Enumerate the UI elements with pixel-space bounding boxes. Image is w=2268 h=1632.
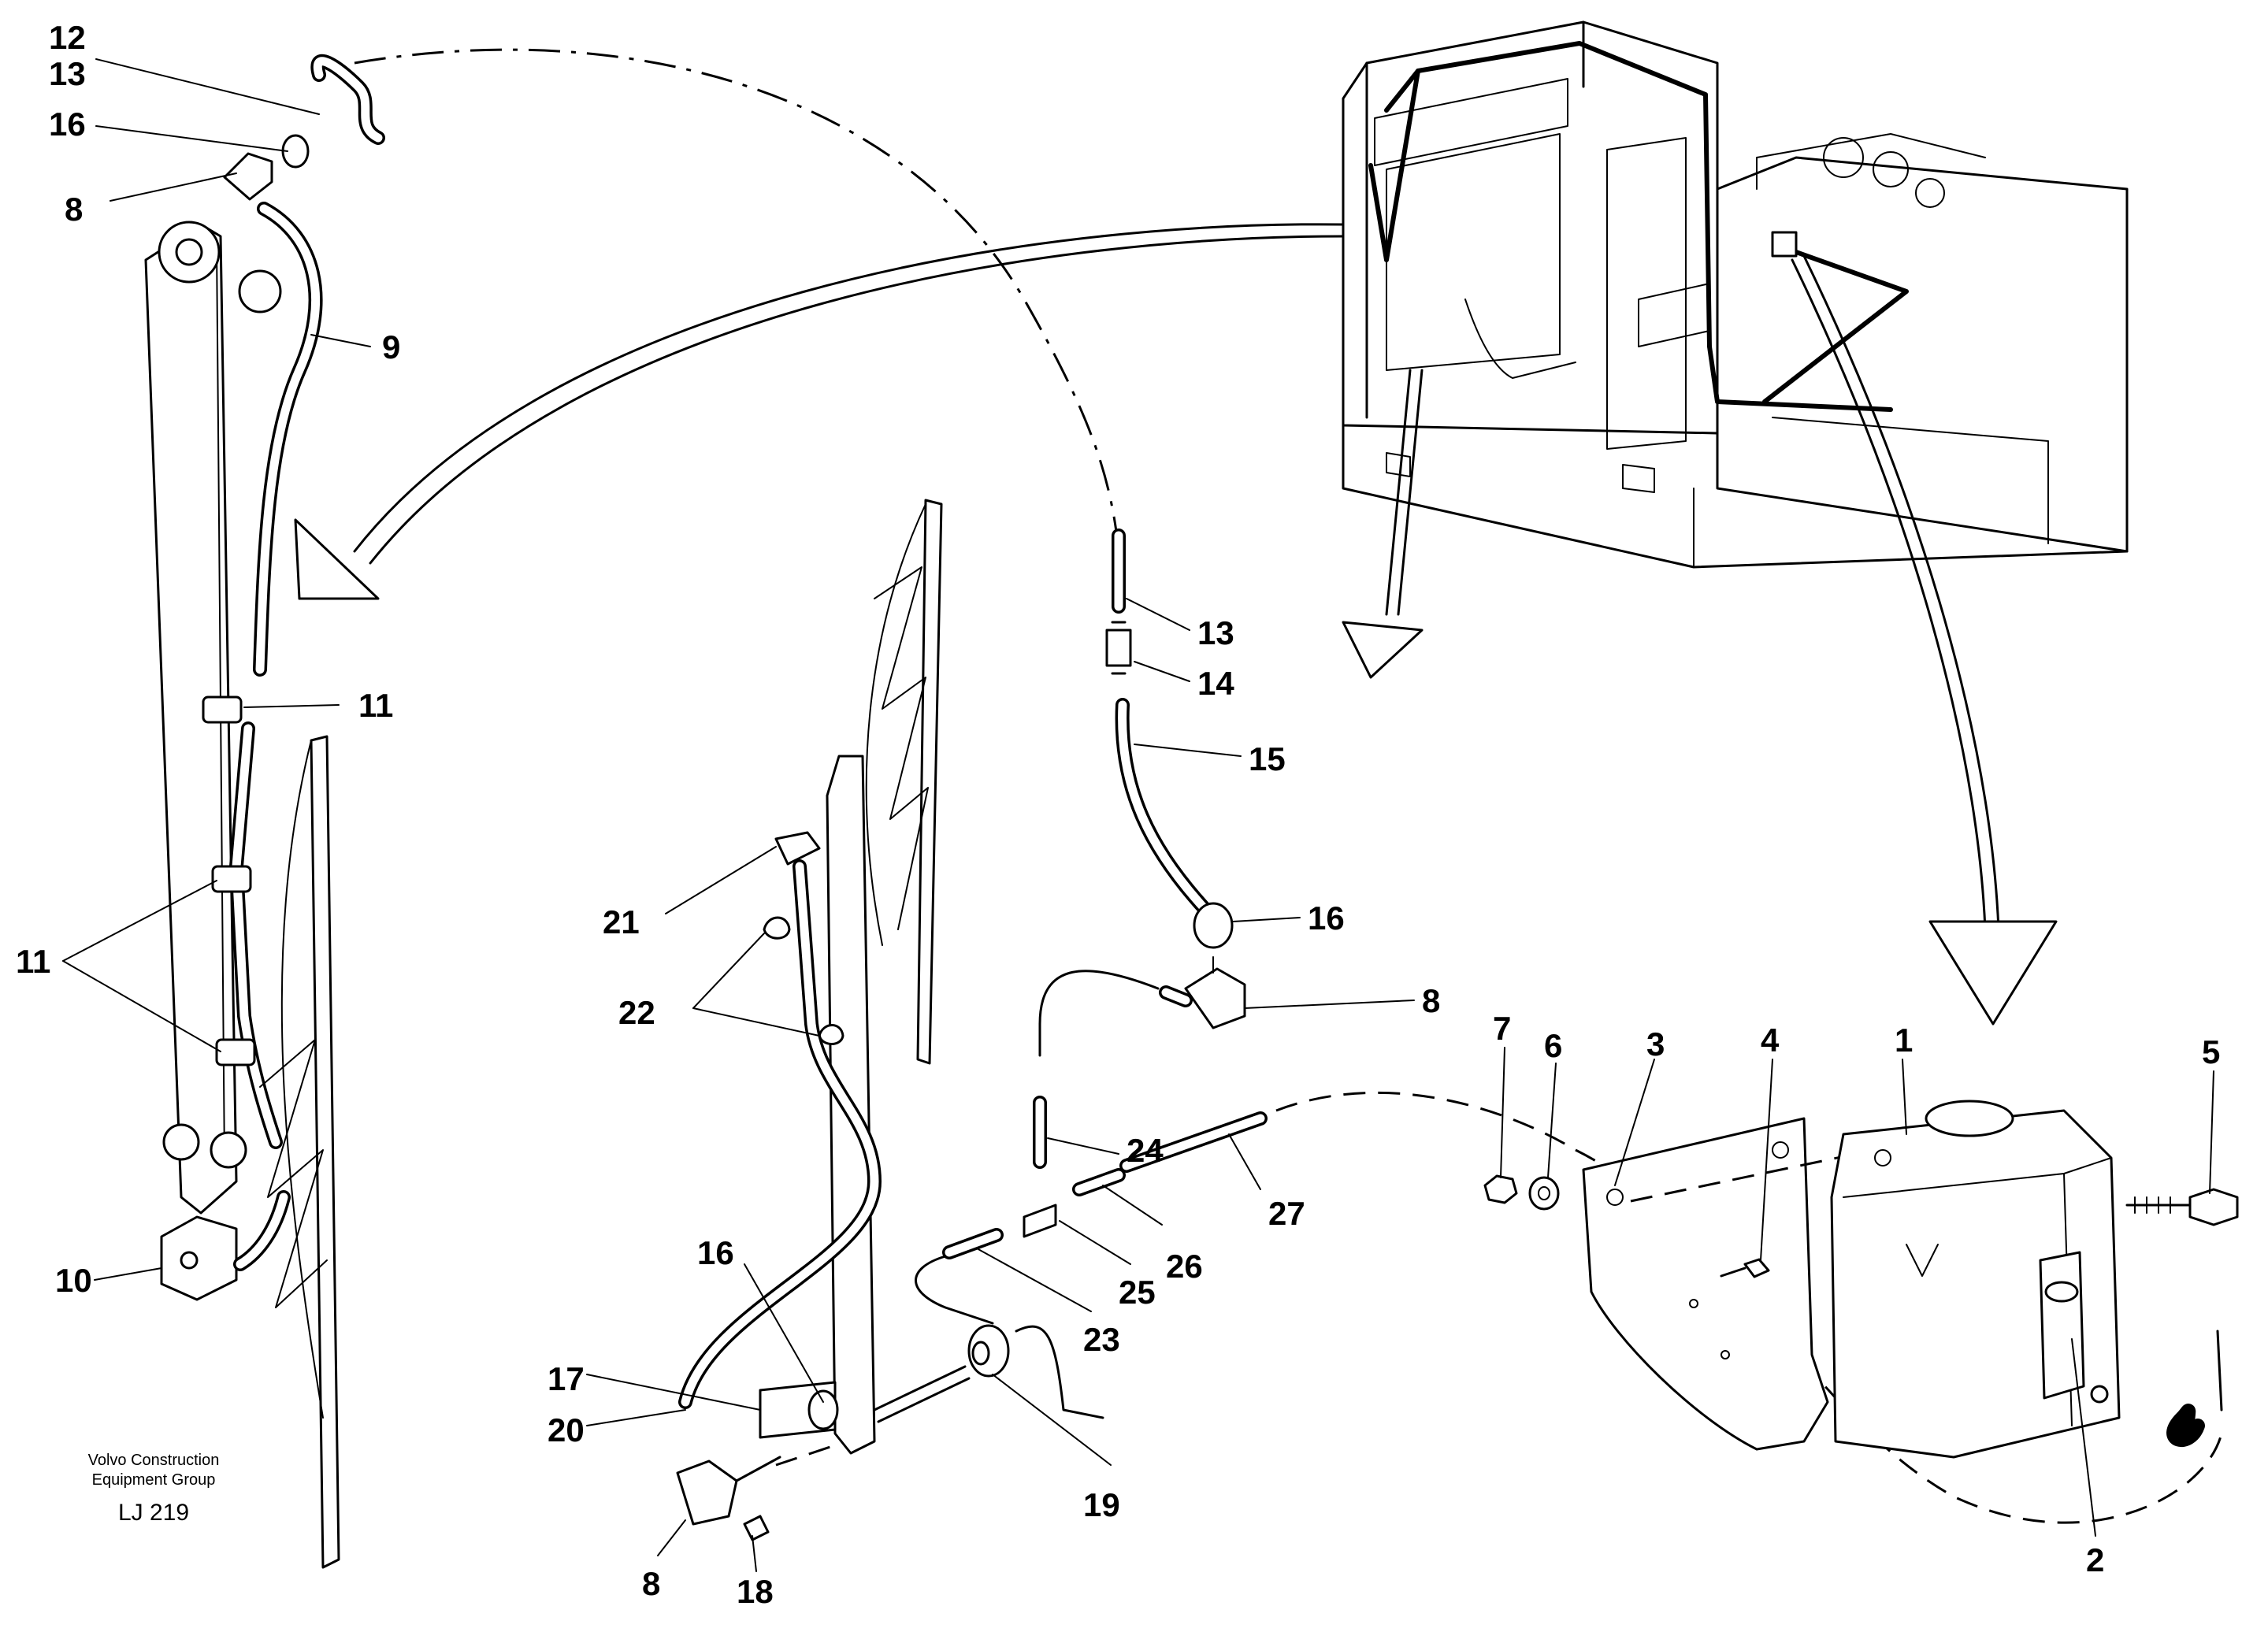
callout-3: 3 — [1646, 1026, 1665, 1063]
bracket-3 — [1582, 1117, 1829, 1451]
callout-13-center: 13 — [1197, 614, 1234, 651]
machine-housing — [1716, 156, 2129, 553]
callout-1: 1 — [1895, 1022, 1913, 1059]
elbow-8-top — [223, 152, 273, 201]
excavator-upper-structure — [1342, 20, 2129, 569]
nut-16-center — [807, 1389, 839, 1430]
callout-11-a: 11 — [358, 687, 393, 724]
caption-line-2: Equipment Group — [92, 1471, 216, 1489]
callout-11-b: 11 — [16, 943, 50, 980]
callout-26: 26 — [1166, 1248, 1203, 1285]
clip-22-a — [763, 916, 791, 940]
callout-10: 10 — [55, 1262, 92, 1299]
callout-25: 25 — [1119, 1274, 1156, 1311]
hose-20 — [678, 859, 882, 1409]
callout-21: 21 — [603, 903, 640, 940]
arrow-head-tank — [1928, 920, 2058, 1026]
nut-16-center-upper — [1193, 902, 1234, 949]
jet-21 — [774, 831, 821, 866]
cab-window — [1386, 133, 1561, 371]
callout-6: 6 — [1544, 1027, 1562, 1064]
wiper-arm-center — [826, 755, 876, 1455]
nut-7 — [1483, 1174, 1518, 1204]
clip-11-b — [211, 865, 252, 893]
pointer-arrows — [294, 48, 2058, 1026]
tank-cap — [1925, 1100, 2014, 1137]
callout-20: 20 — [548, 1411, 585, 1448]
callout-15: 15 — [1249, 740, 1286, 777]
callout-4: 4 — [1761, 1022, 1780, 1059]
caption-code: LJ 219 — [118, 1500, 189, 1526]
callout-24: 24 — [1127, 1132, 1164, 1169]
leader-lines-left — [62, 58, 371, 1281]
washer-6 — [1528, 1176, 1560, 1211]
callout-19: 19 — [1083, 1486, 1120, 1523]
clip-11-a — [202, 695, 243, 724]
washer-tank-location — [1771, 231, 1798, 258]
callout-7: 7 — [1493, 1010, 1511, 1047]
elbow-8-bottom — [676, 1460, 738, 1526]
callout-2: 2 — [2086, 1541, 2104, 1578]
screw-4 — [1743, 1258, 1770, 1278]
clip-22-b — [818, 1024, 844, 1045]
arrow-head-left — [294, 518, 380, 600]
callout-23: 23 — [1083, 1321, 1120, 1358]
left-wiper-assembly — [144, 54, 385, 1569]
bolt-5 — [2188, 1188, 2239, 1226]
cab-door — [1606, 137, 1687, 450]
washer-tank-assembly — [1483, 1100, 2239, 1459]
callout-16-center: 16 — [1308, 899, 1345, 937]
elbow-8-center — [1184, 967, 1246, 1029]
publisher-caption: Volvo Construction Equipment Group LJ 21… — [88, 1452, 220, 1526]
callout-5: 5 — [2202, 1033, 2220, 1070]
screw-18 — [743, 1515, 770, 1541]
callout-labels: 12 13 16 8 9 11 11 10 13 14 15 16 8 21 2… — [16, 19, 2220, 1610]
valve-14 — [1105, 629, 1132, 667]
callout-22: 22 — [618, 994, 655, 1031]
pump-2 — [2039, 1251, 2085, 1400]
callout-16-top: 16 — [49, 106, 86, 143]
callout-8-center: 8 — [1422, 982, 1440, 1019]
callout-17: 17 — [548, 1360, 585, 1397]
arrow-head-down — [1342, 621, 1424, 679]
dash-path-top — [354, 48, 1120, 552]
callout-16-bottom: 16 — [697, 1234, 734, 1271]
tank-outlet-hose — [2166, 1404, 2205, 1447]
caption-line-1: Volvo Construction — [88, 1452, 220, 1469]
callout-12: 12 — [49, 19, 86, 56]
tee-25 — [1023, 1204, 1057, 1238]
callout-8-top: 8 — [65, 191, 83, 228]
wiper-blade-left — [310, 735, 340, 1569]
callout-9: 9 — [382, 328, 400, 365]
cab-body — [1342, 20, 1719, 435]
callout-8-bottom: 8 — [642, 1565, 660, 1602]
clip-11-c — [215, 1038, 256, 1066]
callout-14: 14 — [1197, 665, 1234, 702]
leader-lines-right — [586, 598, 2214, 1572]
center-wiper-assembly — [676, 499, 1104, 1541]
wiper-blade-center — [916, 499, 943, 1065]
wiper-on-cab — [1368, 69, 1420, 262]
callout-13-top: 13 — [49, 55, 86, 92]
callout-18: 18 — [737, 1573, 774, 1610]
callout-27: 27 — [1268, 1195, 1305, 1232]
nozzle-10 — [160, 1215, 238, 1301]
